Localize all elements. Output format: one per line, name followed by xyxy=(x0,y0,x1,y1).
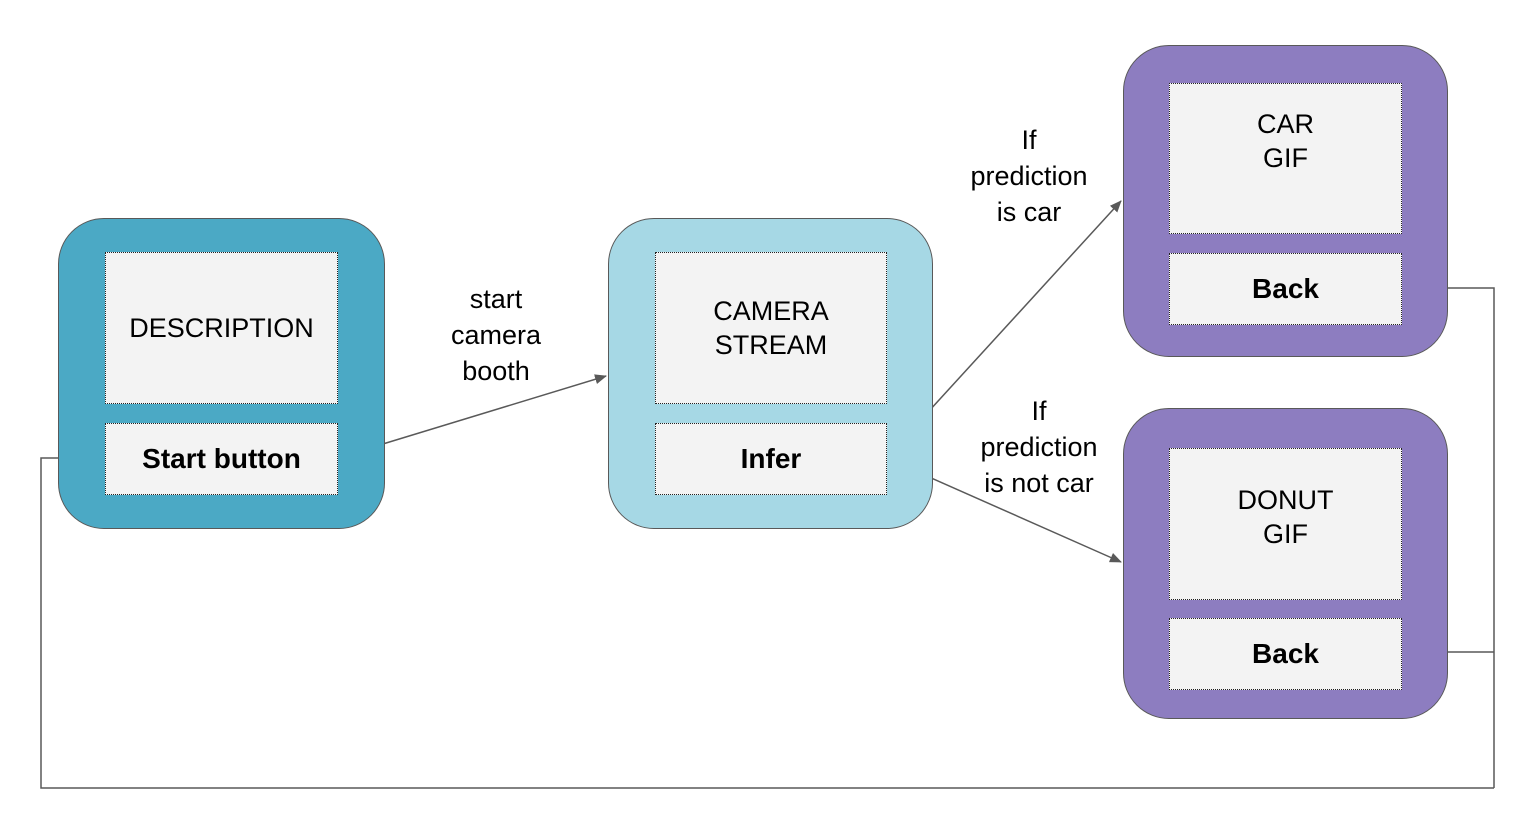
infer-button[interactable]: Infer xyxy=(655,423,887,495)
donut-back-button-label: Back xyxy=(1252,638,1319,669)
infer-button-label: Infer xyxy=(740,443,802,474)
car-back-button-label: Back xyxy=(1252,273,1319,304)
car-gif-panel: CAR GIF xyxy=(1169,83,1402,234)
donut-gif-panel: DONUT GIF xyxy=(1169,448,1402,600)
edge-label-prediction-not-car: If prediction is not car xyxy=(980,396,1098,498)
description-label: DESCRIPTION xyxy=(129,313,314,343)
start-button-label: Start button xyxy=(142,443,301,474)
description-panel: DESCRIPTION xyxy=(105,252,338,404)
camera-stream-panel: CAMERA STREAM xyxy=(655,252,887,404)
donut-gif-label: DONUT GIF xyxy=(1237,485,1334,549)
camera-stream-label: CAMERA STREAM xyxy=(713,296,829,360)
start-button[interactable]: Start button xyxy=(105,423,338,495)
edge-label-start-camera-booth: start camera booth xyxy=(450,284,542,386)
car-back-button[interactable]: Back xyxy=(1169,253,1402,325)
edge-label-prediction-car: If prediction is car xyxy=(970,125,1088,227)
car-gif-label: CAR GIF xyxy=(1256,108,1314,173)
donut-back-button[interactable]: Back xyxy=(1169,618,1402,690)
